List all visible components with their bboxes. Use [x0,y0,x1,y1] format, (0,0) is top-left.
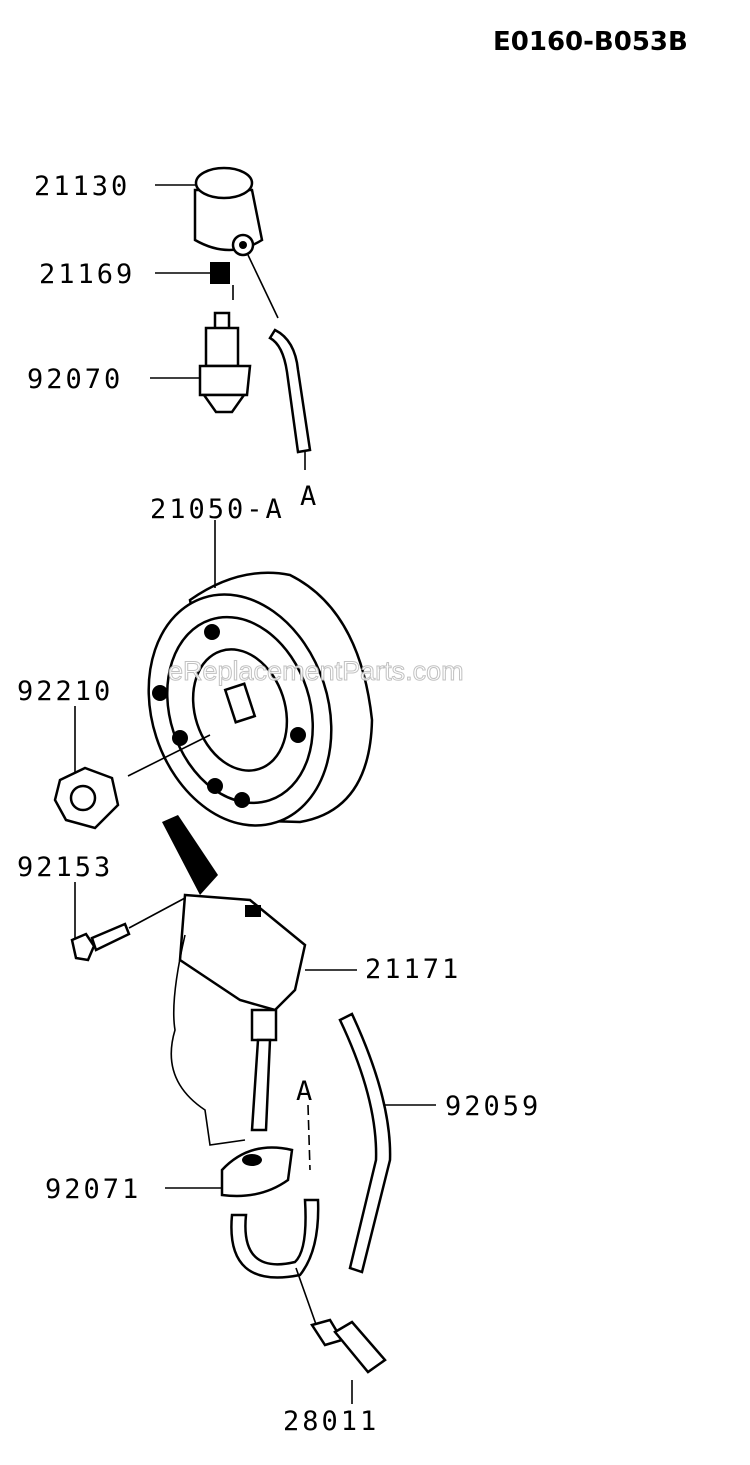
bolt[interactable] [70,922,131,962]
part-label-21130[interactable]: 21130 [34,171,130,202]
part-label-92071[interactable]: 92071 [45,1174,141,1205]
part-label-92070[interactable]: 92070 [27,364,123,395]
connection-mark-a-bottom: A [296,1076,315,1107]
spring[interactable] [210,262,234,300]
diagram-code: E0160-B053B [493,27,688,57]
part-label-21050-a[interactable]: 21050-A [150,494,285,525]
grommet[interactable] [220,1146,294,1198]
watermark: eReplacementParts.com [168,656,464,686]
connector[interactable] [295,1267,387,1374]
nut[interactable] [53,766,120,830]
part-label-28011[interactable]: 28011 [283,1406,379,1437]
part-label-21171[interactable]: 21171 [365,954,461,985]
part-label-21169[interactable]: 21169 [39,259,135,290]
part-label-92210[interactable]: 92210 [17,676,113,707]
connection-mark-a-top: A [300,481,319,512]
spark-plug-cap[interactable] [193,166,264,257]
tube[interactable] [338,1012,392,1274]
spark-plug[interactable] [198,311,252,414]
flywheel[interactable] [120,571,374,850]
part-label-92153[interactable]: 92153 [17,852,113,883]
ignition-coil[interactable] [162,815,307,1146]
part-label-92059[interactable]: 92059 [445,1091,541,1122]
